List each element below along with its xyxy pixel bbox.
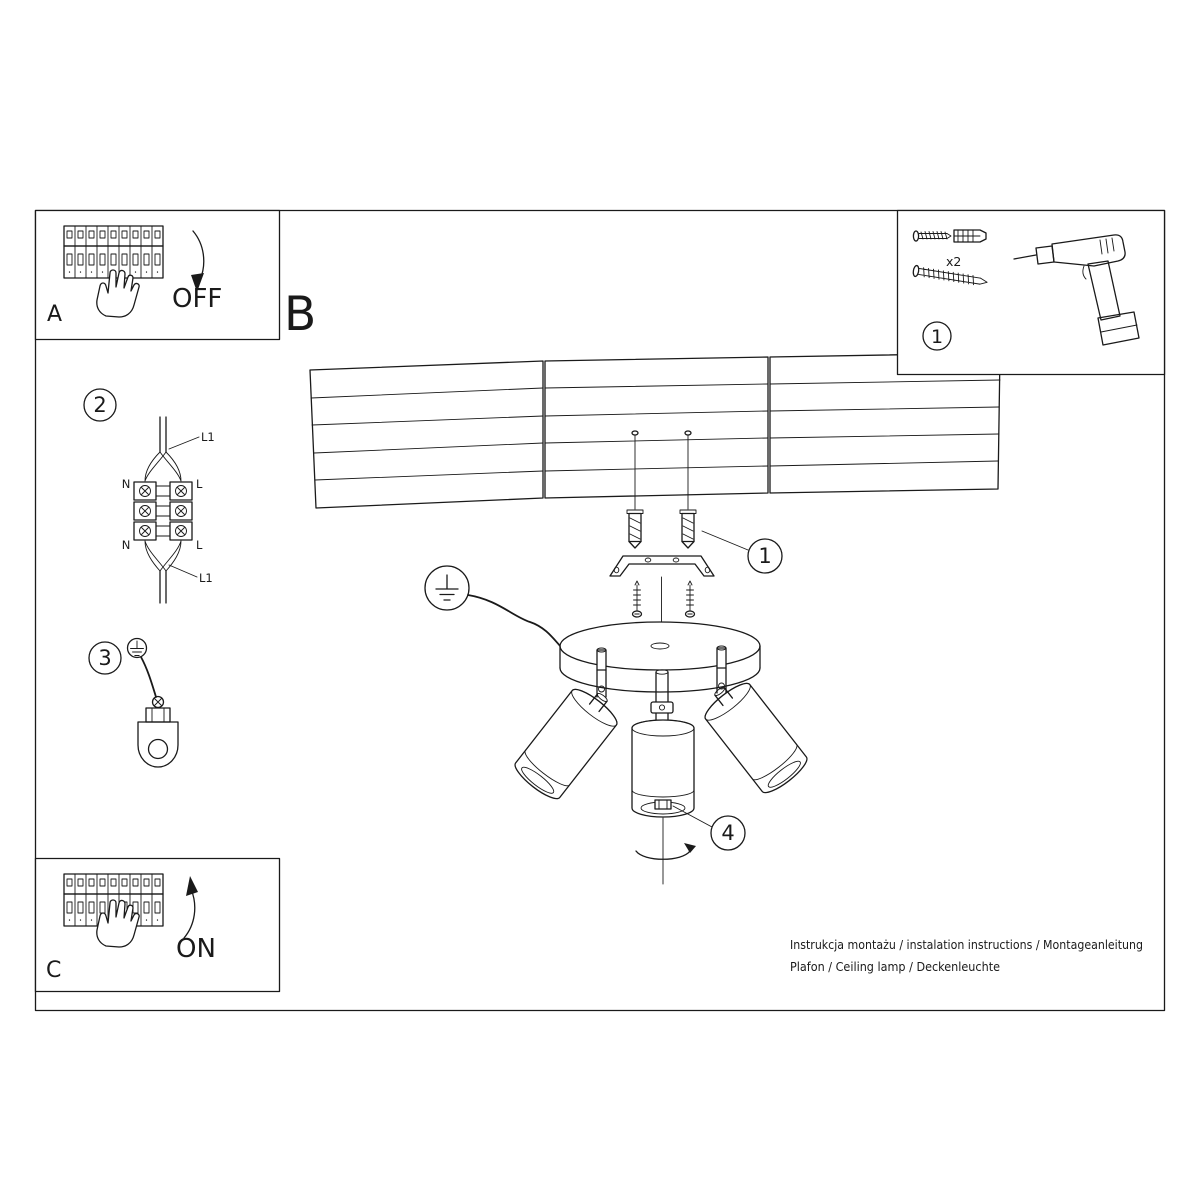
panel-c: C ON <box>34 857 281 993</box>
tools-step-badge <box>922 321 952 351</box>
swivel-mount-left <box>596 647 607 698</box>
section-b-label: B <box>284 287 316 342</box>
ground-clamp <box>137 695 179 768</box>
ground-clamp-wire <box>140 656 157 698</box>
ground-symbol-small <box>126 637 148 659</box>
wiring-diagram: L1 N L N L L1 <box>122 416 215 604</box>
wiring-label-n-bottom: N <box>122 538 131 552</box>
spotlight-right <box>704 682 808 794</box>
spotlight-center <box>631 719 695 818</box>
spotlight-left <box>514 688 618 800</box>
step-1-callout-label: 1 <box>758 544 771 568</box>
panel-c-frame <box>34 857 281 993</box>
drill-icon <box>1013 234 1140 346</box>
step-3-section: 3 <box>88 637 179 768</box>
swivel-mount-right <box>716 645 727 694</box>
step-1-leader-line <box>701 530 749 551</box>
canopy <box>559 621 761 693</box>
screw-icon <box>912 264 988 286</box>
off-label: OFF <box>172 284 222 314</box>
step-4-callout-label: 4 <box>721 821 734 845</box>
step-4-callout: 4 <box>672 805 746 851</box>
tools-step-badge-label: 1 <box>931 326 943 348</box>
sheet-border <box>34 209 1166 1012</box>
footer-line-1: Instrukcja montażu / instalation instruc… <box>790 938 1143 952</box>
screw-count-label: x2 <box>946 254 961 269</box>
off-arrow-icon <box>191 230 205 292</box>
wiring-label-l1-bottom: L1 <box>199 571 213 585</box>
panel-a: A OFF <box>34 209 281 341</box>
wall-plug-icon <box>912 229 987 243</box>
ground-symbol <box>424 565 470 611</box>
step-3-label: 3 <box>98 646 111 670</box>
step-4-leader-line <box>672 805 713 828</box>
wiring-label-l-bottom: L <box>196 538 203 552</box>
step-2-badge <box>83 388 117 422</box>
step-1-badge <box>747 538 783 574</box>
wiring-label-l-top: L <box>196 477 203 491</box>
tools-box: x2 1 <box>896 209 1166 376</box>
terminal-block <box>133 481 193 541</box>
panel-c-label: C <box>46 958 61 983</box>
step-2-label: 2 <box>93 393 106 417</box>
wiring-label-n-top: N <box>122 477 131 491</box>
step-1-callout: 1 <box>701 530 783 574</box>
mounting-bracket <box>609 555 715 577</box>
step-4-badge <box>710 815 746 851</box>
wiring-label-l1-top: L1 <box>201 430 215 444</box>
footer-line-2: Plafon / Ceiling lamp / Deckenleuchte <box>790 960 1000 974</box>
on-label: ON <box>176 934 216 964</box>
ground-wire <box>467 594 562 648</box>
panel-a-frame <box>34 209 281 341</box>
on-arrow-icon <box>183 876 198 939</box>
step-2-section: 2 L1 <box>83 388 215 604</box>
step-3-badge <box>88 641 122 675</box>
center-post <box>650 669 674 727</box>
rotation-arrow-icon <box>635 817 696 885</box>
mounting-alignment-lines <box>631 430 692 510</box>
panel-a-label: A <box>47 302 62 327</box>
gu10-socket <box>654 799 672 810</box>
